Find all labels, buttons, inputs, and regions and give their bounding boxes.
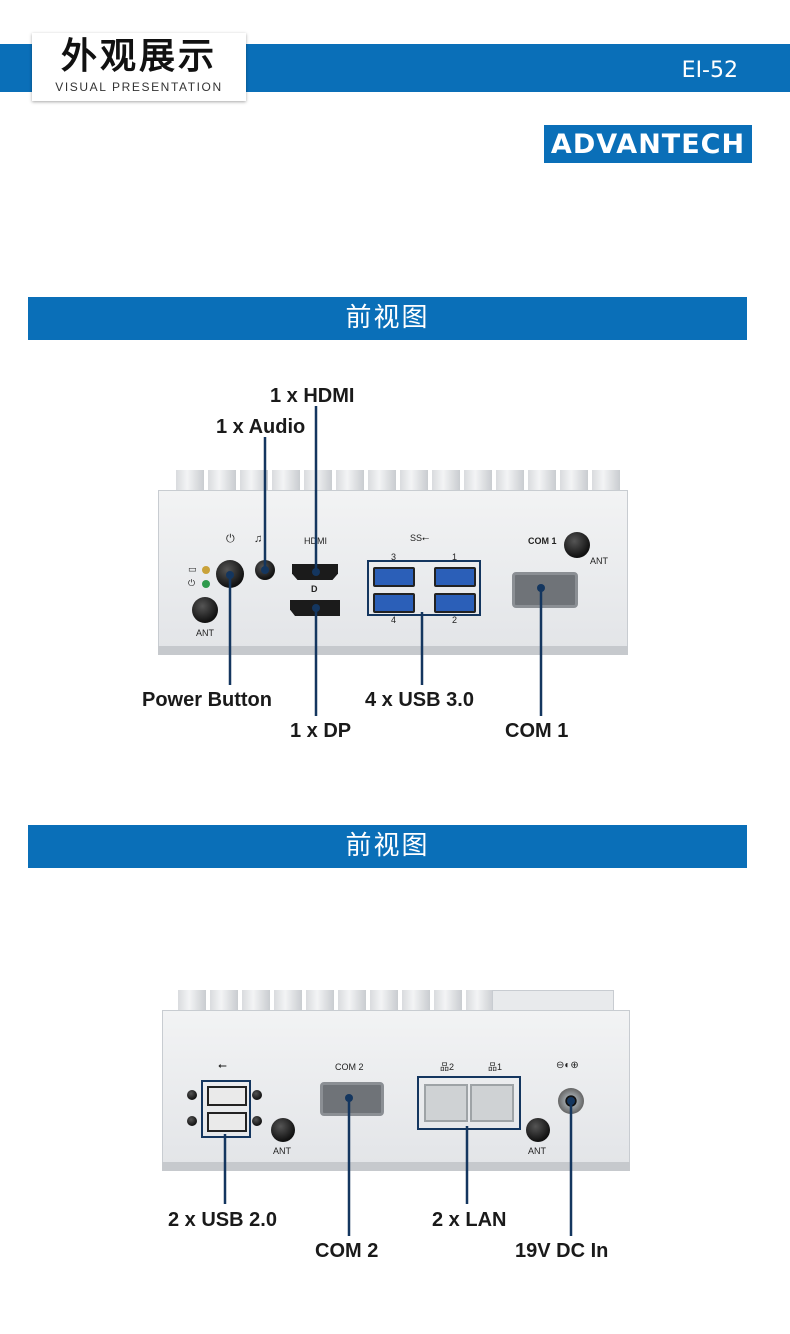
antenna-left-2 xyxy=(271,1118,295,1142)
callout-usb3: 4 x USB 3.0 xyxy=(365,689,474,711)
usb-port-2-label: 2 xyxy=(452,615,458,625)
lan-highlight-frame xyxy=(417,1076,521,1130)
antenna-right-2 xyxy=(526,1118,550,1142)
callout-lan: 2 x LAN xyxy=(432,1209,507,1231)
hdd-led xyxy=(202,566,210,574)
hdd-icon: ▭ xyxy=(188,564,197,574)
screw xyxy=(252,1090,262,1100)
callout-hdmi: 1 x HDMI xyxy=(270,385,355,407)
usb3-highlight-frame xyxy=(367,560,481,616)
screw xyxy=(252,1116,262,1126)
page-subtitle: VISUAL PRESENTATION xyxy=(55,80,223,94)
callout-dc: 19V DC In xyxy=(515,1240,609,1262)
ant-right-label: ANT xyxy=(590,556,608,566)
chassis-foot xyxy=(158,646,628,655)
com2-label: COM 2 xyxy=(335,1062,364,1072)
lan2-label: 品2 xyxy=(440,1062,455,1072)
usb-port-4-label: 4 xyxy=(391,615,397,625)
usb3-port-1[interactable] xyxy=(434,567,476,587)
callout-usb2: 2 x USB 2.0 xyxy=(168,1209,277,1231)
page-title: 外观展示 xyxy=(60,36,217,77)
advantech-logo: ADVANTECH xyxy=(544,125,752,163)
heatsink-fins xyxy=(176,470,620,492)
com1-label: COM 1 xyxy=(528,536,557,546)
usb-port-1-label: 1 xyxy=(452,552,458,562)
section-title-front: 前视图 xyxy=(28,297,747,340)
usb2-port-bottom[interactable] xyxy=(207,1112,247,1132)
usb-icon: ⭠ xyxy=(218,1060,227,1072)
dp-icon: D xyxy=(311,584,318,594)
dc-polarity-icon: ⊖◐⊕ xyxy=(556,1060,579,1071)
usb3-port-3[interactable] xyxy=(373,567,415,587)
com2-port[interactable] xyxy=(320,1082,384,1116)
usb2-port-top[interactable] xyxy=(207,1086,247,1106)
power-icon: ⏻ xyxy=(226,533,235,545)
com1-port[interactable] xyxy=(512,572,578,608)
title-box: 外观展示 VISUAL PRESENTATION xyxy=(32,33,246,101)
lan1-label: 品1 xyxy=(488,1062,503,1072)
usb-port-3-label: 3 xyxy=(391,552,397,562)
callout-com2: COM 2 xyxy=(315,1240,379,1262)
screw xyxy=(187,1090,197,1100)
model-name: EI-52 xyxy=(681,58,738,83)
section-title-rear: 前视图 xyxy=(28,825,747,868)
ant-right-label-2: ANT xyxy=(528,1146,546,1156)
heatsink-fins-2 xyxy=(178,990,494,1012)
callout-com1: COM 1 xyxy=(505,720,569,742)
usb-ss-logo: SS⭠ xyxy=(410,533,430,543)
brand-text: ADVANTECH xyxy=(550,129,746,160)
audio-icon: ♫ xyxy=(254,533,263,545)
lan-port-1[interactable] xyxy=(470,1084,514,1122)
antenna-left xyxy=(192,597,218,623)
ant-left-label-2: ANT xyxy=(273,1146,291,1156)
power-led-icon: ⏻ xyxy=(188,578,196,588)
power-led xyxy=(202,580,210,588)
callout-power: Power Button xyxy=(142,689,272,711)
screw xyxy=(187,1116,197,1126)
lan-port-2[interactable] xyxy=(424,1084,468,1122)
ant-left-label: ANT xyxy=(196,628,214,638)
usb3-port-4[interactable] xyxy=(373,593,415,613)
antenna-right xyxy=(564,532,590,558)
callout-dp: 1 x DP xyxy=(290,720,352,742)
callout-audio: 1 x Audio xyxy=(216,416,306,438)
chassis-foot-2 xyxy=(162,1162,630,1171)
usb3-port-2[interactable] xyxy=(434,593,476,613)
